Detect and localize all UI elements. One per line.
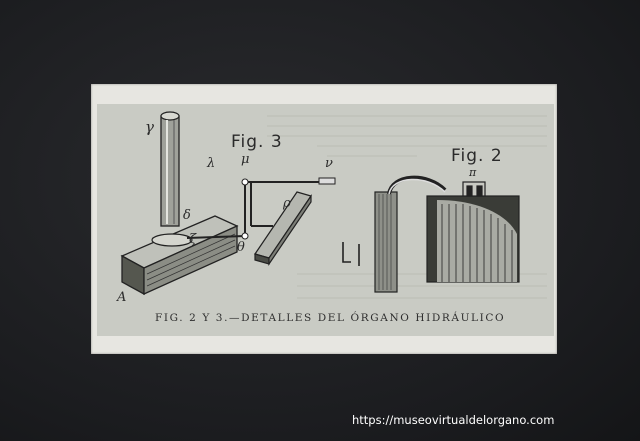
label-pi: π [469, 166, 477, 179]
fig3-vertical-pipe [160, 111, 180, 227]
label-rho: ρ [283, 196, 291, 211]
engraving-print: Fig. 3 Fig. 2 γ λ μ ν δ ρ ζ θ A π FIG. 2… [97, 104, 554, 336]
fig2-chest [374, 175, 520, 293]
label-delta: δ [183, 208, 191, 223]
label-gamma: γ [145, 118, 154, 136]
fig3-label: Fig. 3 [231, 132, 283, 152]
fig3-small-beam [254, 191, 312, 266]
label-zeta: ζ [189, 232, 197, 247]
figure-caption: FIG. 2 Y 3.—DETALLES DEL ÓRGANO HIDRÁULI… [155, 312, 506, 324]
label-lambda: λ [207, 156, 216, 171]
label-nu: ν [325, 156, 333, 171]
fig2-label: Fig. 2 [451, 146, 503, 166]
fig3-beam [120, 215, 239, 296]
watermark-url: https://museovirtualdelorgano.com [352, 413, 555, 427]
fig2-stand [342, 242, 360, 266]
label-mu: μ [241, 152, 250, 167]
fig3-linkage [186, 181, 319, 239]
engraving-illustration [120, 111, 547, 299]
label-a-corner: A [117, 290, 127, 305]
label-theta: θ [237, 240, 245, 255]
